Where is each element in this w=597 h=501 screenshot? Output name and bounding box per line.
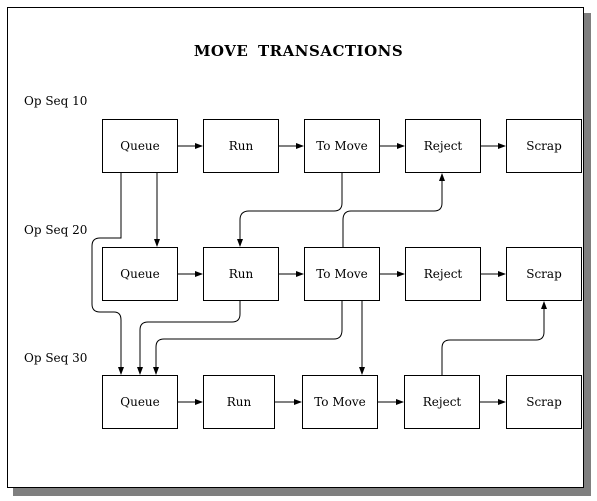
op30-reject-box: Reject	[404, 375, 480, 429]
op30-queue-box: Queue	[102, 375, 178, 429]
op10-queue-box: Queue	[102, 119, 178, 173]
op20-run-box: Run	[203, 247, 279, 301]
op30-to-move-box: To Move	[302, 375, 378, 429]
arrow-op20-to-move-to-op30-queue	[153, 301, 343, 375]
diagram-title: MOVE TRANSACTIONS	[193, 42, 404, 60]
op20-scrap-box: Scrap	[506, 247, 582, 301]
arrow-op20-to-move-to-op10-reject	[342, 173, 445, 247]
op10-reject-box: Reject	[405, 119, 481, 173]
op20-to-move-box: To Move	[304, 247, 380, 301]
op10-scrap-box: Scrap	[506, 119, 582, 173]
arrow-op30-reject-to-op20-scrap	[441, 301, 547, 375]
op10-to-move-box: To Move	[304, 119, 380, 173]
arrow-op10-queue-to-op30-queue	[91, 173, 124, 375]
row-label-op-seq-30: Op Seq 30	[24, 351, 88, 365]
op10-run-box: Run	[203, 119, 279, 173]
op30-run-box: Run	[203, 375, 275, 429]
arrow-op20-run-to-op30-queue	[137, 301, 241, 375]
op30-scrap-box: Scrap	[506, 375, 582, 429]
op20-queue-box: Queue	[102, 247, 178, 301]
row-label-op-seq-10: Op Seq 10	[24, 94, 88, 108]
row-label-op-seq-20: Op Seq 20	[24, 223, 88, 237]
arrow-op10-to-move-to-op20-run	[237, 173, 343, 247]
op20-reject-box: Reject	[405, 247, 481, 301]
